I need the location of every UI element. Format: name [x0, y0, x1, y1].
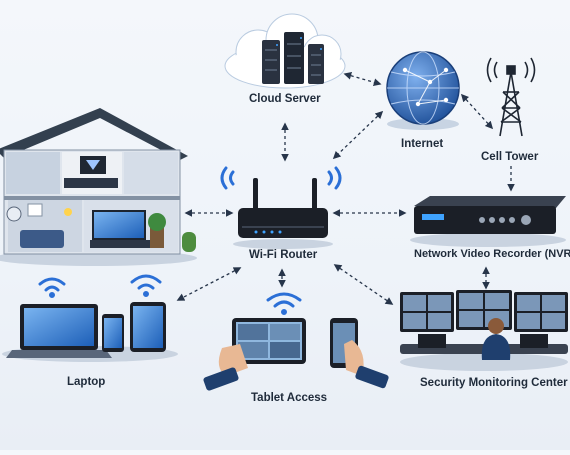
monitoring-center-icon [400, 290, 568, 371]
wifi-icon [266, 292, 302, 315]
cloud-server-icon [224, 13, 346, 89]
tablet-icon [203, 318, 389, 391]
label-cloud-server: Cloud Server [249, 93, 321, 105]
connector-router-laptop [176, 267, 242, 301]
wifi-icon [327, 166, 342, 190]
connector-internet-tower [460, 93, 494, 130]
wifi-icon [130, 274, 162, 297]
connector-internet-router [332, 110, 384, 160]
connectors [176, 71, 515, 305]
router-icon [233, 178, 333, 249]
nvr-icon [410, 196, 566, 247]
label-wifi-router: Wi-Fi Router [249, 249, 318, 261]
label-nvr: Network Video Recorder (NVR) [414, 248, 570, 260]
label-cell-tower: Cell Tower [481, 151, 539, 163]
wifi-icon [38, 277, 66, 298]
label-tablet-access: Tablet Access [251, 392, 328, 404]
cell-tower-icon [486, 57, 536, 137]
house-icon [0, 108, 197, 266]
wifi-icon [220, 166, 235, 190]
label-laptop: Laptop [67, 376, 106, 388]
laptop-icon [2, 302, 178, 362]
connector-cloud-internet [343, 71, 382, 87]
label-security-center: Security Monitoring Center [420, 377, 568, 389]
label-internet: Internet [401, 138, 444, 150]
globe-icon [386, 51, 460, 130]
connector-router-center [333, 264, 394, 305]
